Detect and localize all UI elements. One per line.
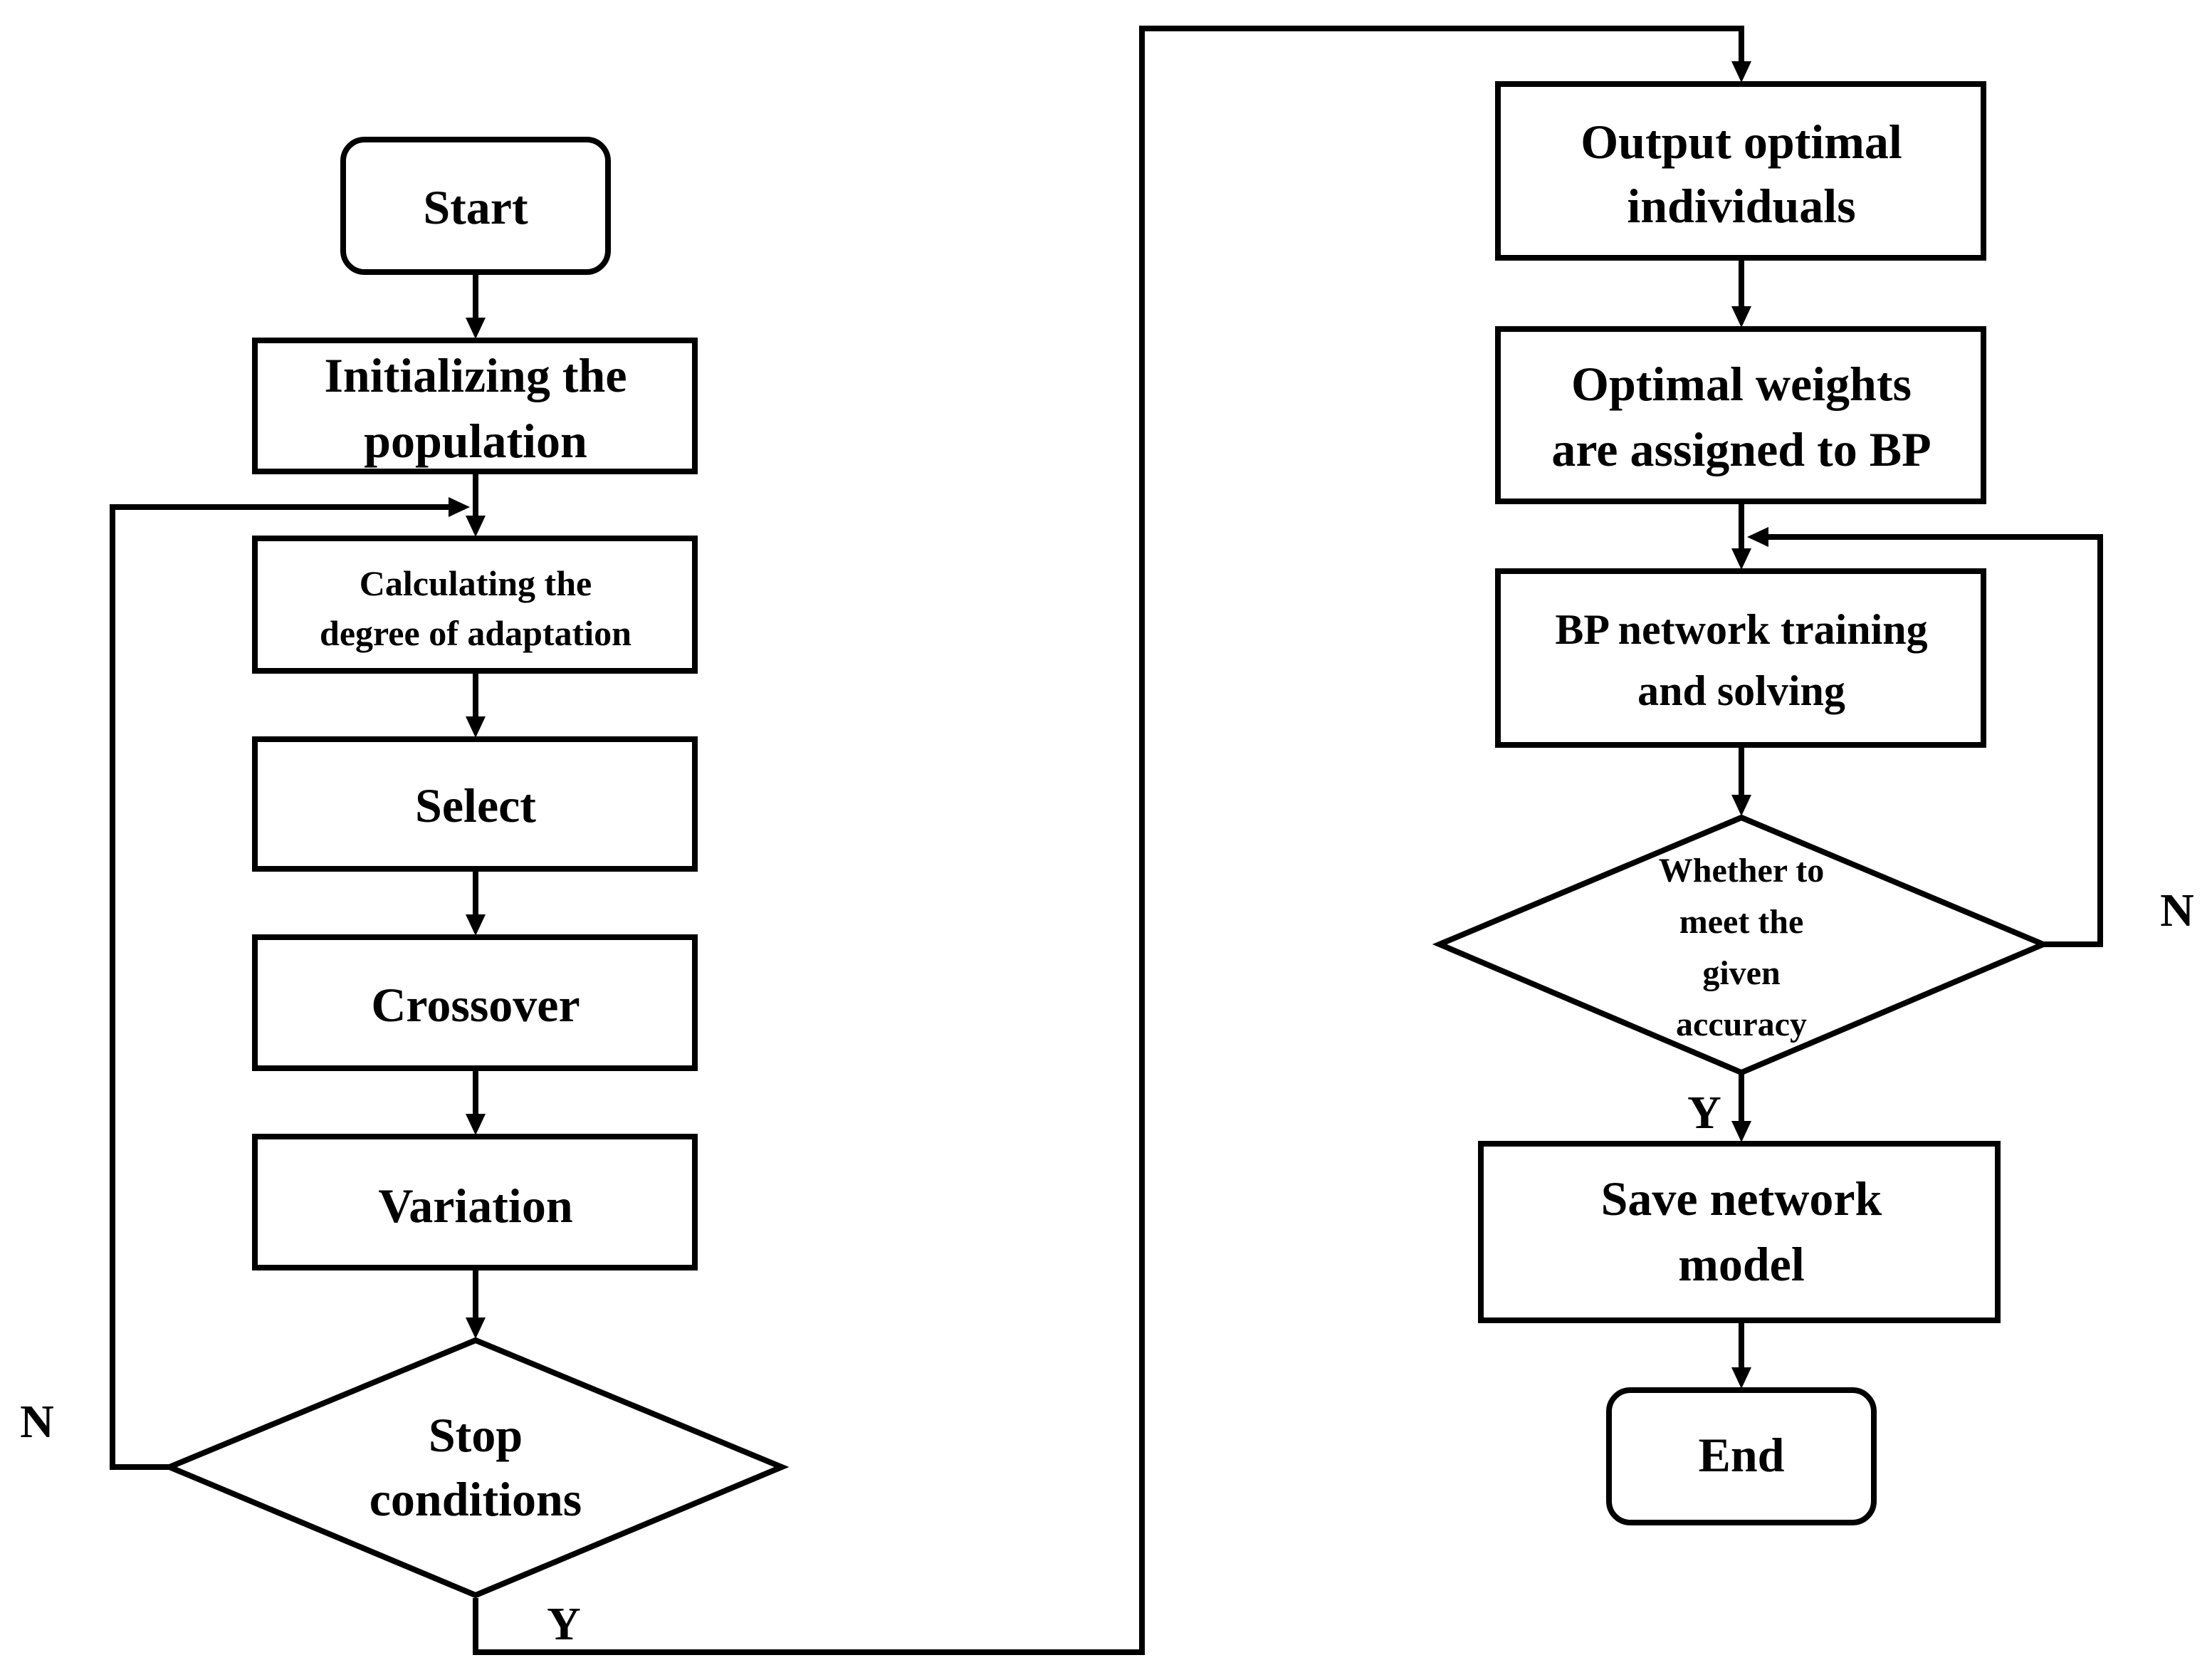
start-label: Start: [423, 180, 528, 234]
select-label: Select: [415, 778, 536, 833]
crossover-label: Crossover: [371, 978, 580, 1032]
arrowhead: [466, 1317, 486, 1339]
arrowhead: [1731, 61, 1751, 83]
stop-conditions-line-2: conditions: [369, 1472, 582, 1526]
arrowhead: [1731, 306, 1751, 328]
init-population-line-2: population: [364, 414, 587, 468]
accuracy-check-line-3: given: [1702, 954, 1780, 992]
arrowhead: [1747, 527, 1768, 547]
optimal-weights-line-2: are assigned to BP: [1551, 422, 1931, 476]
output-optimal-box: [1495, 81, 1986, 261]
edge-stop-no-loop: [110, 504, 449, 1470]
node-select: Select: [252, 736, 698, 872]
bp-training-box: [1495, 568, 1986, 748]
save-model-box: [1478, 1141, 2001, 1323]
edge-accuracy-no-loop: [1768, 534, 2103, 947]
accuracy-no-label: N: [2160, 884, 2194, 936]
node-stop-conditions: Stop conditions: [162, 1337, 790, 1599]
node-init-population: Initializing the population: [252, 338, 698, 474]
optimal-weights-box: [1495, 326, 1986, 504]
node-crossover: Crossover: [252, 934, 698, 1071]
bp-training-line-1: BP network training: [1555, 606, 1927, 653]
arrowhead: [1731, 1121, 1751, 1142]
connectors: [110, 26, 2103, 1655]
select-box: [252, 736, 698, 872]
arrowhead: [466, 914, 486, 936]
optimal-weights-line-1: Optimal weights: [1571, 357, 1912, 411]
save-model-line-1: Save network: [1601, 1171, 1882, 1226]
init-population-line-1: Initializing the: [324, 348, 627, 402]
accuracy-check-diamond: [1432, 814, 2051, 1076]
node-calc-adaptation: Calculating the degree of adaptation: [252, 536, 698, 674]
arrowhead: [1731, 795, 1751, 816]
arrowhead: [466, 1114, 486, 1135]
bp-training-line-2: and solving: [1637, 667, 1845, 714]
calc-adaptation-box: [252, 536, 698, 674]
output-optimal-line-1: Output optimal: [1581, 115, 1902, 169]
accuracy-check-line-4: accuracy: [1676, 1006, 1807, 1043]
arrowhead: [1731, 1367, 1751, 1389]
arrowhead: [466, 516, 486, 537]
arrowhead: [466, 716, 486, 738]
arrowhead: [1731, 548, 1751, 570]
stop-conditions-line-1: Stop: [429, 1408, 523, 1462]
output-optimal-line-2: individuals: [1627, 179, 1855, 233]
variation-box: [252, 1134, 698, 1270]
end-terminal: [1606, 1387, 1877, 1525]
stop-yes-label: Y: [547, 1598, 581, 1650]
node-accuracy-check: Whether to meet the given accuracy: [1432, 814, 2051, 1076]
arrowhead: [449, 497, 470, 517]
start-terminal: [340, 137, 611, 275]
node-end: End: [1606, 1387, 1877, 1525]
stop-no-label: N: [20, 1396, 54, 1448]
calc-adaptation-line-2: degree of adaptation: [320, 613, 631, 653]
node-output-optimal: Output optimal individuals: [1495, 81, 1986, 261]
stop-conditions-diamond: [162, 1337, 790, 1599]
init-population-box: [252, 338, 698, 474]
accuracy-check-line-1: Whether to: [1659, 852, 1824, 889]
node-variation: Variation: [252, 1134, 698, 1270]
node-optimal-weights: Optimal weights are assigned to BP: [1495, 326, 1986, 504]
node-start: Start: [340, 137, 611, 275]
calc-adaptation-line-1: Calculating the: [360, 563, 592, 603]
node-bp-training: BP network training and solving: [1495, 568, 1986, 748]
end-label: End: [1699, 1428, 1785, 1482]
arrowhead: [466, 318, 486, 339]
crossover-box: [252, 934, 698, 1071]
accuracy-yes-label: Y: [1687, 1087, 1721, 1139]
variation-label: Variation: [378, 1179, 572, 1233]
node-save-model: Save network model: [1478, 1141, 2001, 1323]
accuracy-check-line-2: meet the: [1679, 903, 1804, 941]
save-model-line-2: model: [1678, 1237, 1805, 1291]
edge-stop-yes: [473, 26, 1744, 1655]
